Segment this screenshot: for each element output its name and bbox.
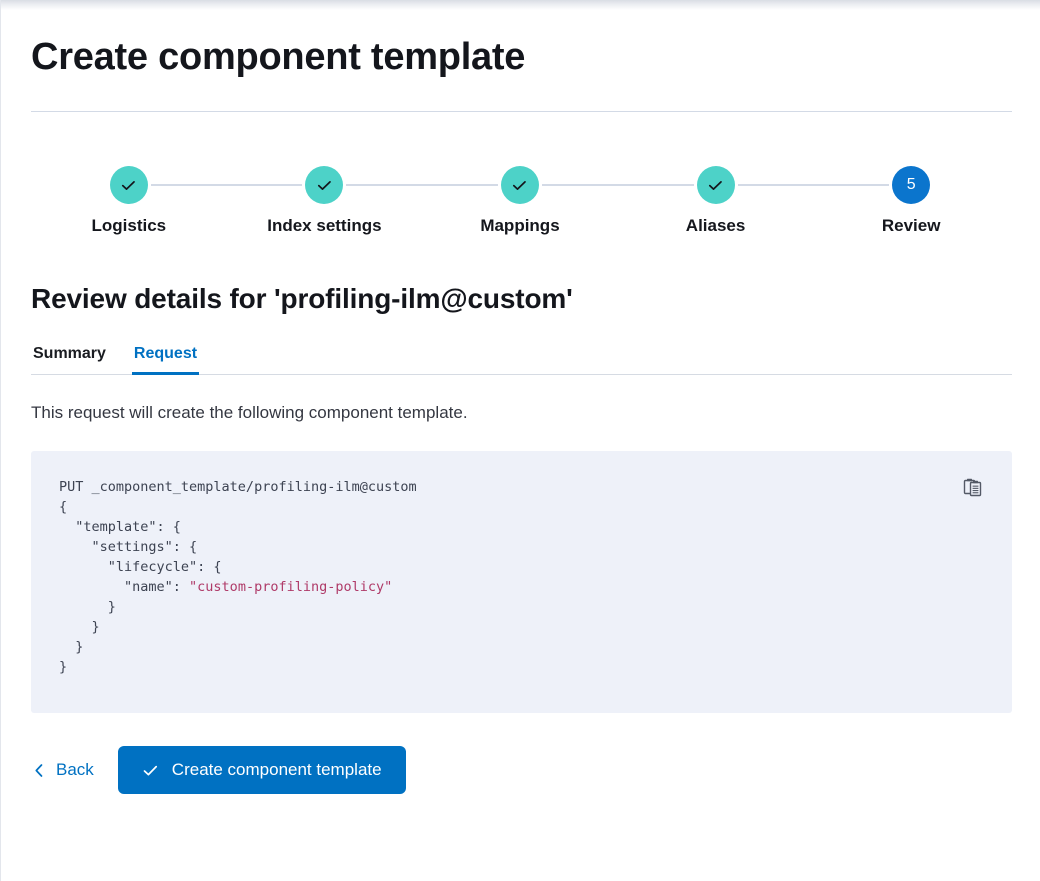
wizard-step-mappings[interactable]: Mappings (422, 166, 618, 237)
step-label: Aliases (685, 216, 746, 235)
header-divider (31, 111, 1012, 112)
step-connector-right (737, 184, 814, 186)
step-label: Mappings (480, 216, 560, 235)
step-marker-2 (305, 166, 344, 204)
copy-icon-glyph (963, 478, 982, 497)
step-label: Review (881, 216, 941, 235)
check-icon (317, 180, 331, 190)
step-connector-right (150, 184, 227, 186)
step-connector-right (346, 184, 423, 186)
check-icon (122, 180, 136, 190)
page-title: Create component template (31, 36, 526, 78)
step-connector-right (541, 184, 618, 186)
check-icon (143, 765, 157, 775)
step-label: Index settings (267, 216, 382, 235)
review-heading: Review details for 'profiling-ilm@custom… (31, 283, 573, 314)
wizard-step-aliases[interactable]: Aliases (617, 166, 814, 237)
chevron-left-icon (35, 763, 43, 777)
step-marker-3 (500, 166, 539, 204)
back-button[interactable]: Back (31, 752, 96, 788)
code-string-value: "custom-profiling-policy" (189, 579, 393, 595)
tab-summary[interactable]: Summary (31, 343, 108, 374)
wizard-step-index-settings[interactable]: Index settings (226, 166, 423, 237)
request-code-panel: PUT _component_template/profiling-ilm@cu… (31, 451, 1012, 713)
step-connector-left (422, 184, 498, 186)
review-tabs: Summary Request (31, 343, 1012, 375)
request-code: PUT _component_template/profiling-ilm@cu… (59, 479, 417, 675)
step-marker-1 (109, 166, 148, 204)
back-button-label: Back (56, 760, 94, 779)
create-component-template-button[interactable]: Create component template (117, 746, 406, 794)
copy-icon[interactable] (960, 474, 986, 500)
request-description: This request will create the following c… (31, 403, 468, 422)
step-connector-left (617, 184, 694, 186)
step-number: 5 (906, 176, 916, 193)
step-marker-5: 5 (892, 166, 931, 204)
check-icon (709, 180, 722, 190)
create-button-label: Create component template (171, 760, 382, 779)
step-marker-4 (696, 166, 735, 204)
tab-request[interactable]: Request (131, 343, 200, 375)
step-connector-left (813, 184, 890, 186)
step-connector-left (226, 184, 303, 186)
wizard-step-logistics[interactable]: Logistics (31, 166, 227, 237)
check-icon (513, 180, 527, 190)
footer-actions: Back Create component template (31, 746, 1009, 794)
step-label: Logistics (91, 216, 167, 235)
